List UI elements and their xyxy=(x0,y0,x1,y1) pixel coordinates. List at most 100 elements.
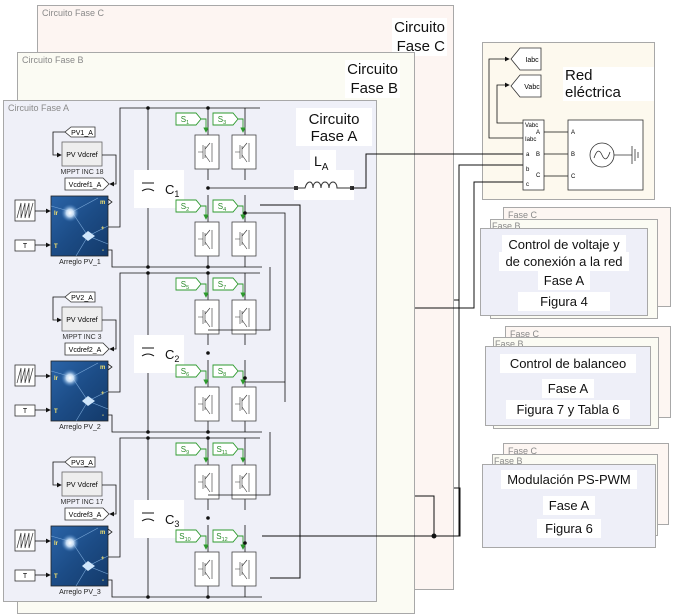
vdc-ref-goto-tag[interactable] xyxy=(64,342,110,356)
port-C-out: C xyxy=(536,173,541,179)
vref-tag-label: Vcdref2_A xyxy=(69,347,102,354)
port-plus: + xyxy=(101,391,105,397)
port-ir: Ir xyxy=(54,541,59,547)
voltage-control-phase-a[interactable]: Control de voltaje y de conexión a la re… xyxy=(480,228,648,316)
signal-waveform-icon xyxy=(16,202,34,219)
gate-signal-label: S1 xyxy=(181,115,189,126)
tag-phase-b: Fase B xyxy=(492,221,521,231)
mppt-name: MPPT INC 17 xyxy=(60,499,103,506)
vref-tag-label: Vcdref1_A xyxy=(69,182,102,189)
gate-signal-tag[interactable] xyxy=(175,112,202,126)
port-A-out: A xyxy=(536,130,540,136)
balance-control-phase: Fase A xyxy=(541,379,595,398)
igbt-icon xyxy=(235,229,250,250)
pv-cell-lines xyxy=(50,197,109,257)
igbt-icon xyxy=(198,394,213,415)
pv-tag-label: PV3_A xyxy=(71,460,93,467)
vdc-ref-goto-tag[interactable] xyxy=(64,177,110,191)
pwm-ref: Figura 6 xyxy=(537,519,601,538)
pv-cell-highlight xyxy=(82,396,95,406)
gate-signal-tag[interactable] xyxy=(212,364,239,378)
goto-vabc-label: Vabc xyxy=(524,84,540,91)
port-minus: - xyxy=(102,248,104,254)
pv-cell-lines xyxy=(50,362,109,422)
temperature-label: T xyxy=(23,243,28,250)
port-c: c xyxy=(526,182,529,188)
port-m: m xyxy=(100,530,105,536)
gate-signal-tag[interactable] xyxy=(175,199,202,213)
panel-title-phase-c: Circuito Fase C xyxy=(392,18,447,56)
inductor-la[interactable]: LA xyxy=(294,150,354,200)
sun-glare-icon xyxy=(61,369,79,387)
m-output-port xyxy=(107,198,113,206)
pv-cell-highlight xyxy=(82,561,95,571)
igbt-icon xyxy=(198,229,213,250)
gate-signal-tag[interactable] xyxy=(175,442,202,456)
signal-waveform-icon xyxy=(16,532,34,549)
grid-diagram: Iabc Vabc Vabc Iabc a b c A B C A B C xyxy=(488,47,644,191)
igbt-icon xyxy=(198,307,213,328)
pv-array-block[interactable] xyxy=(50,195,109,257)
port-minus: - xyxy=(102,413,104,419)
balance-control-ref: Figura 7 y Tabla 6 xyxy=(506,400,630,419)
panel-tag-phase-a: Circuito Fase A xyxy=(8,103,70,113)
gate-signal-label: S2 xyxy=(181,202,189,213)
port-plus: + xyxy=(101,556,105,562)
voltage-control-title-2: de conexión a la red xyxy=(499,252,629,271)
signal-waveform-icon xyxy=(16,367,34,384)
balance-control-phase-a[interactable]: Control de balanceo Fase A Figura 7 y Ta… xyxy=(485,346,651,426)
vdc-ref-goto-tag[interactable] xyxy=(64,507,110,521)
port-ir: Ir xyxy=(54,211,59,217)
gate-signal-tag[interactable] xyxy=(212,442,239,456)
capacitor-symbol[interactable] xyxy=(141,512,155,522)
mppt-block-label: PV Vdcref xyxy=(66,482,98,489)
capacitor-symbol[interactable] xyxy=(141,182,155,192)
gate-signal-tag[interactable] xyxy=(212,112,239,126)
pwm-phase-a[interactable]: Modulación PS-PWM Fase A Figura 6 xyxy=(482,464,656,548)
igbt-switch[interactable] xyxy=(194,134,220,170)
pwm-title: Modulación PS-PWM xyxy=(501,470,637,489)
capacitor-symbol[interactable] xyxy=(141,347,155,357)
pv-from-tag[interactable] xyxy=(64,126,96,138)
goto-iabc[interactable] xyxy=(510,47,542,71)
pv-tag-label: PV1_A xyxy=(71,130,93,137)
gate-signal-tag[interactable] xyxy=(212,529,239,543)
pv-from-tag[interactable] xyxy=(64,456,96,468)
temperature-constant[interactable] xyxy=(14,569,36,582)
temperature-constant[interactable] xyxy=(14,404,36,417)
tag-phase-c: Fase C xyxy=(510,329,540,339)
mppt-block[interactable] xyxy=(61,141,103,167)
igbt-switch[interactable] xyxy=(194,464,220,500)
igbt-switch[interactable] xyxy=(194,299,220,335)
temperature-constant[interactable] xyxy=(14,239,36,252)
goto-vabc[interactable] xyxy=(510,74,542,98)
phase-wires xyxy=(260,153,533,579)
temperature-label: T xyxy=(23,408,28,415)
source-port-a: A xyxy=(571,130,575,136)
port-t: T xyxy=(54,409,58,415)
gate-signal-tag[interactable] xyxy=(212,199,239,213)
pv-from-tag[interactable] xyxy=(64,291,96,303)
pv-tag-label: PV2_A xyxy=(71,295,93,302)
goto-iabc-label: Iabc xyxy=(525,57,539,64)
pv-array-block[interactable] xyxy=(50,360,109,422)
m-output-port xyxy=(107,363,113,371)
gate-signal-tag[interactable] xyxy=(175,277,202,291)
mppt-block[interactable] xyxy=(61,306,103,332)
gate-signal-tag[interactable] xyxy=(175,364,202,378)
port-minus: - xyxy=(102,578,104,584)
gate-signal-label: S8 xyxy=(218,367,226,378)
tag-phase-c: Fase C xyxy=(508,446,538,456)
tag-phase-b: Fase B xyxy=(495,339,524,349)
ground-icon xyxy=(614,146,639,164)
vi-measurement-block[interactable] xyxy=(522,119,545,191)
inductor-label: LA xyxy=(314,153,329,173)
mppt-block[interactable] xyxy=(61,471,103,497)
gate-signal-tag[interactable] xyxy=(212,277,239,291)
gate-signal-tag[interactable] xyxy=(175,529,202,543)
temperature-label: T xyxy=(23,573,28,580)
port-b: b xyxy=(526,167,530,173)
igbt-icon xyxy=(198,142,213,163)
